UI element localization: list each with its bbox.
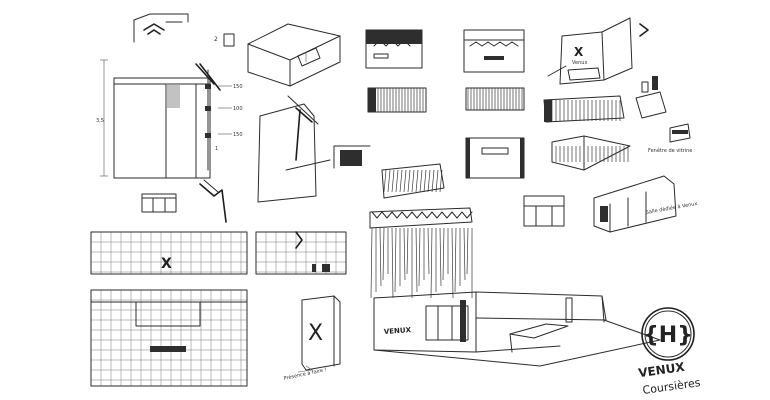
perspective-hatch-sketch <box>381 163 445 199</box>
corner-detail-sketch: 2 <box>133 13 235 47</box>
x-mark-plan: X <box>161 256 172 272</box>
wall-perspective-sketch <box>257 95 371 203</box>
dim-label: 150 <box>233 84 243 90</box>
x-stand-sketch: X Venux <box>547 17 649 85</box>
dim-label: 3,5 <box>96 118 104 124</box>
booth-perspective-sketch: Salle dédiée à Venux <box>593 175 698 233</box>
logo-line1: VENUX <box>637 360 686 380</box>
hatched-box-1 <box>367 87 427 113</box>
floor-plan-grid-3 <box>90 289 247 386</box>
main-perspective-sketch: VENUX <box>369 207 661 367</box>
note-right-2: Salle dédiée à Venux <box>645 200 698 216</box>
logo-line2: Coursières <box>642 376 702 397</box>
panel-sketch-1 <box>365 29 423 69</box>
dim-label: 100 <box>233 106 243 112</box>
display-panel-sketch <box>465 137 525 179</box>
small-counter-sketch <box>523 195 565 227</box>
counter-perspective-sketch <box>543 76 667 123</box>
totem-sketch: X Présence à faire ! <box>283 295 341 382</box>
note-right-1: Fenêtre de vitrine <box>648 147 692 154</box>
venux-wall-label: VENUX <box>384 326 412 336</box>
box-perspective-sketch <box>247 23 341 87</box>
x-mark-sub: Venux <box>572 60 587 66</box>
bar-perspective-sketch <box>551 135 631 171</box>
venux-logo: {H} VENUX Coursières <box>637 307 702 397</box>
logo-monogram: {H} <box>643 323 693 348</box>
hatched-box-2 <box>465 87 525 111</box>
x-mark-stand: X <box>574 45 584 59</box>
wall-detail-sketch: Fenêtre de vitrine <box>648 123 692 154</box>
wall-elevation-sketch: 150 100 150 3,5 1 <box>96 59 243 179</box>
dim-label: 150 <box>233 132 243 138</box>
x-mark-totem: X <box>308 321 323 346</box>
counter-sketch <box>141 179 227 223</box>
dim-label: 2 <box>214 36 218 43</box>
panel-sketch-2 <box>463 29 525 73</box>
dim-label: 1 <box>215 146 218 152</box>
